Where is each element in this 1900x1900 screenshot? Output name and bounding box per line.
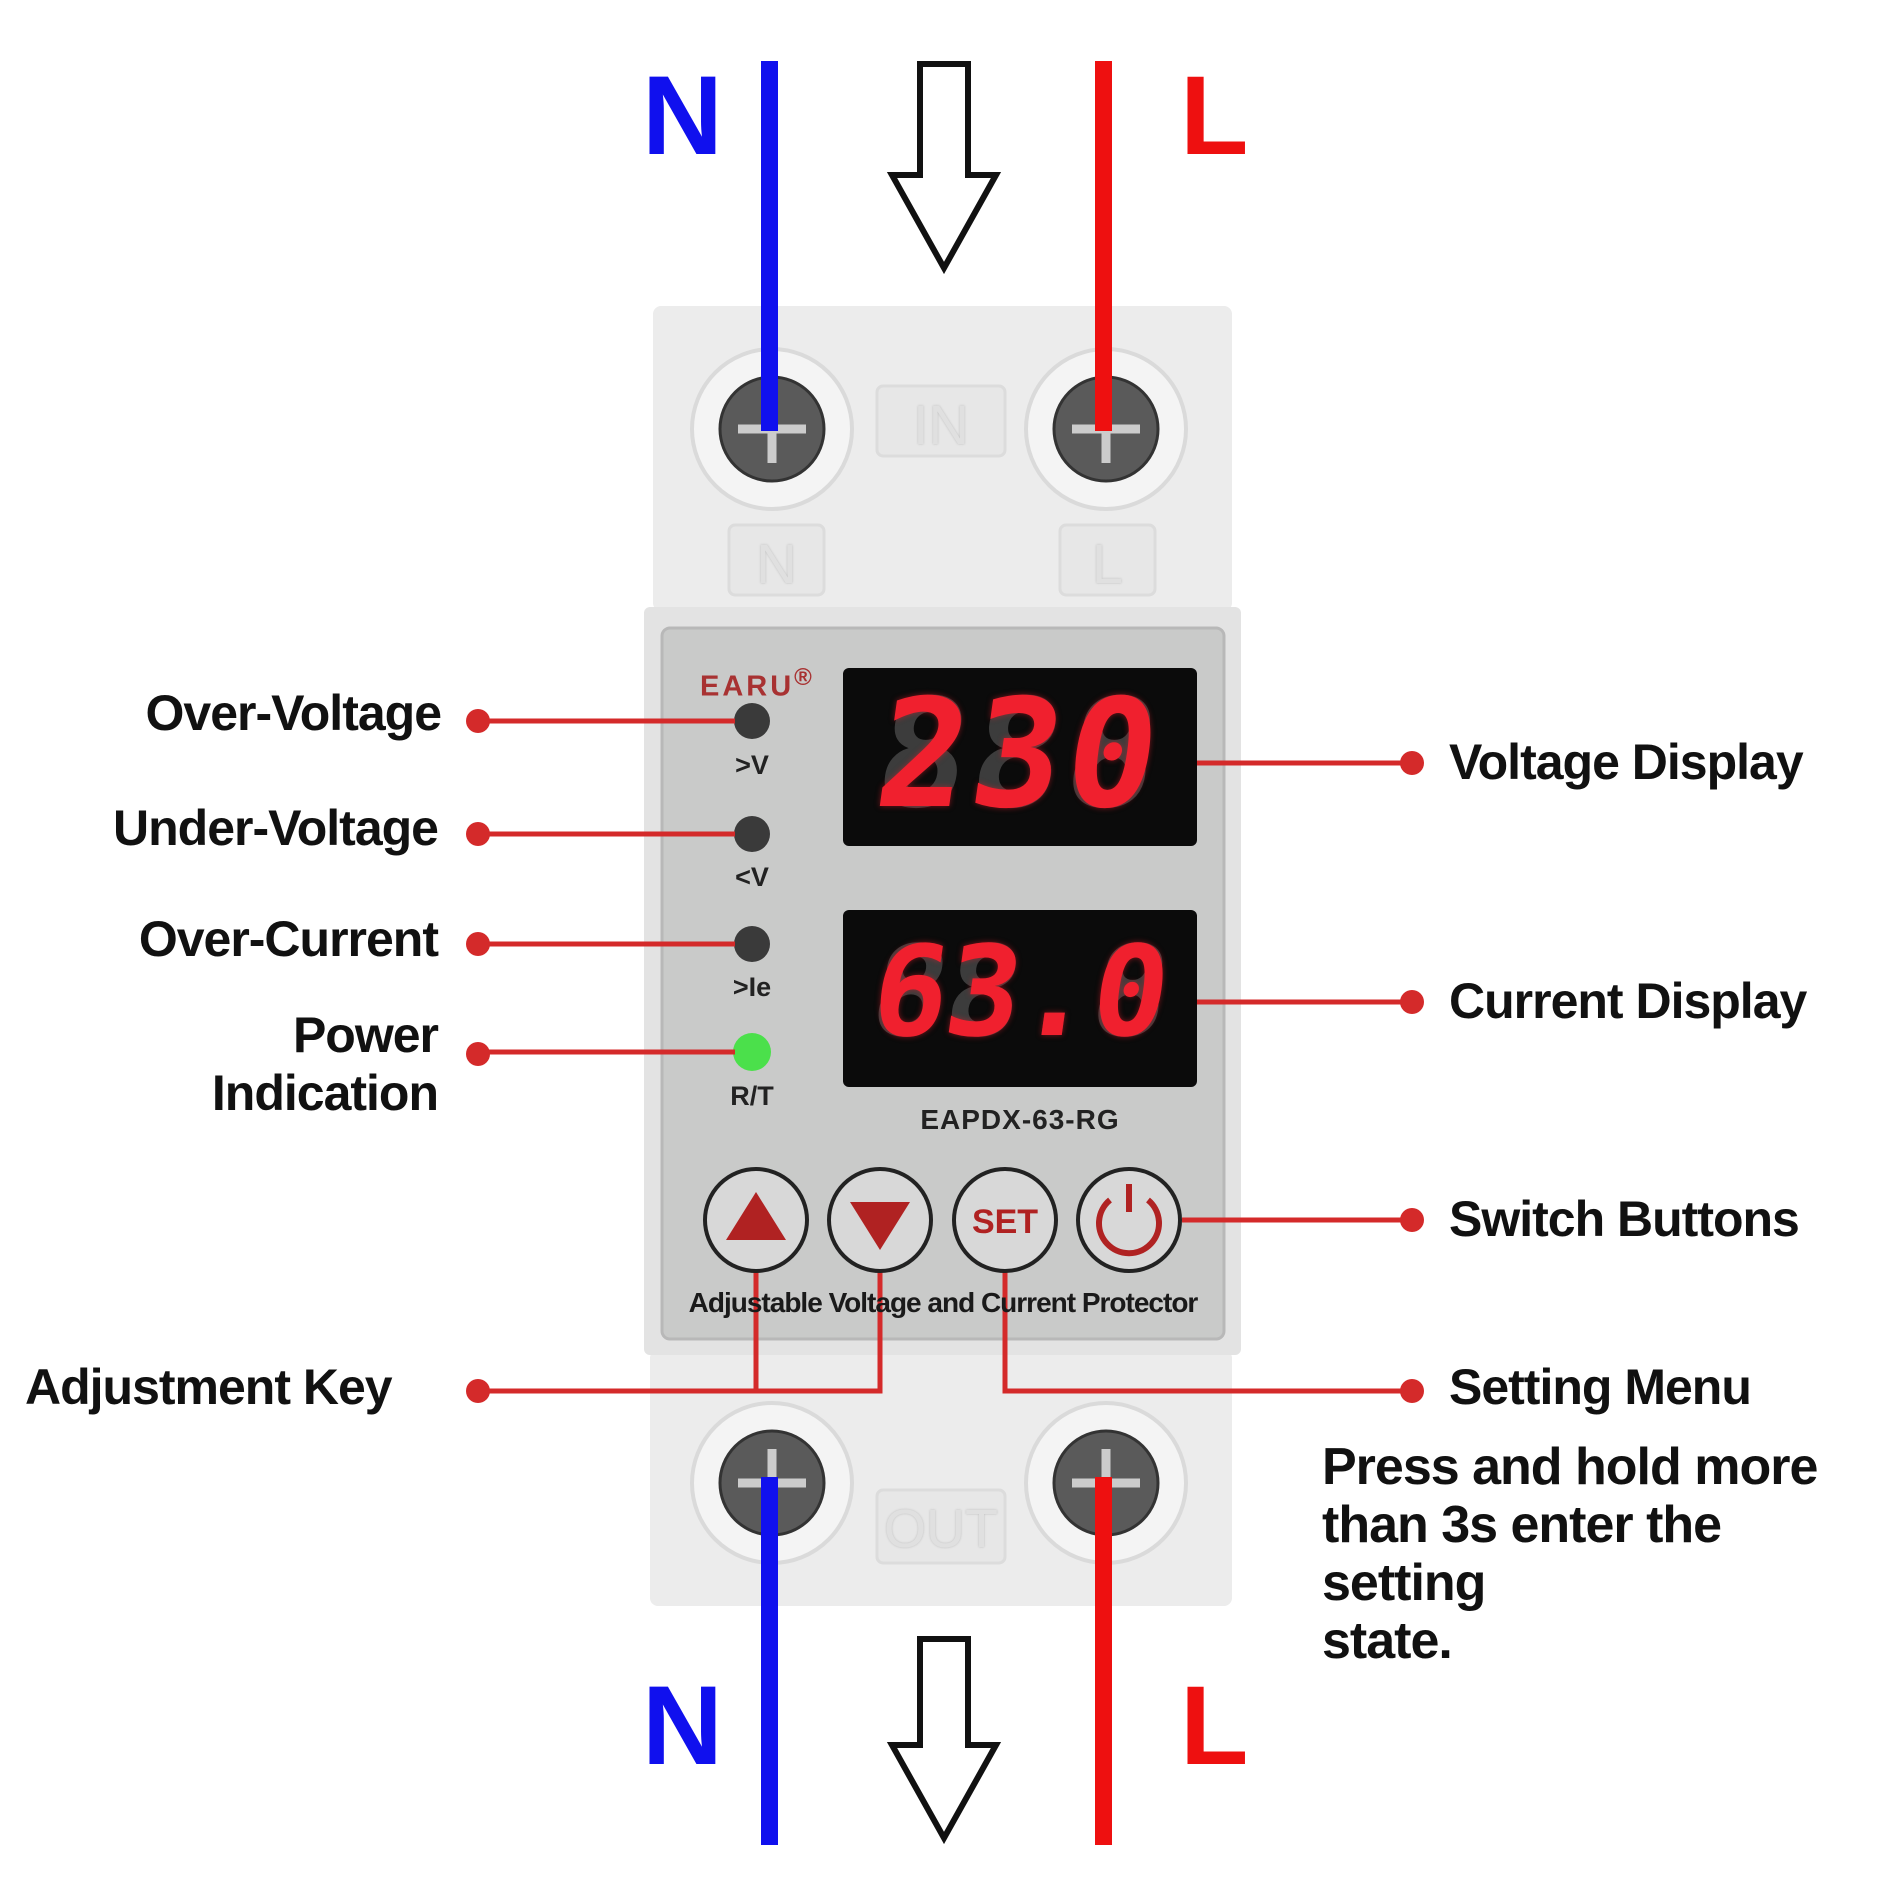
note-line: setting (1322, 1554, 1486, 1612)
adjustment-key-callout: Adjustment Key (25, 1359, 393, 1415)
set-button[interactable] (952, 1167, 1058, 1273)
note-line: state. (1322, 1612, 1453, 1670)
neutral-wire-top (761, 61, 778, 431)
live-wire-top (1095, 61, 1112, 431)
brand-logo: EARU® (700, 664, 815, 703)
terminal-out-text: OUT (884, 1499, 998, 1559)
set-button-label: SET (971, 1203, 1039, 1241)
power-flow-arrow-top-icon (886, 61, 1002, 275)
over-current-led (734, 926, 770, 962)
live-in-label: L (1180, 53, 1249, 178)
voltage-display-callout: Voltage Display (1449, 734, 1804, 790)
power-led (733, 1033, 771, 1071)
power-indication-callout-line2: Indication (211, 1065, 439, 1121)
current-reading: 63.0 (863, 920, 1177, 1065)
live-wire-bottom (1095, 1477, 1112, 1845)
setting-menu-callout: Setting Menu (1449, 1359, 1752, 1415)
note-line: Press and hold more (1322, 1438, 1818, 1496)
power-indication-callout-line1: Power (292, 1007, 439, 1063)
callout-lines (478, 718, 1412, 1394)
over-current-callout: Over-Current (138, 911, 439, 967)
power-flow-arrow-bottom-icon (886, 1636, 1002, 1845)
neutral-in-label: N (642, 53, 723, 178)
switch-buttons-callout: Switch Buttons (1449, 1191, 1800, 1247)
in-label-box (875, 384, 1007, 458)
up-button[interactable] (703, 1167, 809, 1273)
product-name: Adjustable Voltage and Current Protector (688, 1287, 1199, 1318)
model-number: EAPDX-63-RG (920, 1104, 1120, 1135)
setting-menu-note: Press and hold more than 3s enter the se… (1322, 1438, 1818, 1670)
under-voltage-led-label: <V (735, 862, 769, 892)
under-voltage-callout: Under-Voltage (113, 800, 439, 856)
down-button[interactable] (827, 1167, 933, 1273)
power-button[interactable] (1076, 1167, 1182, 1273)
out-label-box (875, 1488, 1007, 1565)
down-arrow-icon (850, 1202, 910, 1250)
voltage-reading: 230 (866, 668, 1174, 842)
over-voltage-led (734, 703, 770, 739)
under-voltage-led (734, 816, 770, 852)
neutral-wire-bottom (761, 1477, 778, 1845)
callout-dots (466, 709, 1424, 1403)
terminal-n-text: N (756, 532, 797, 595)
neutral-out-label: N (642, 1663, 723, 1788)
terminal-l-text: L (1091, 532, 1124, 595)
power-icon (1096, 1184, 1162, 1257)
note-line: than 3s enter the (1322, 1496, 1722, 1554)
current-display-callout: Current Display (1449, 973, 1807, 1029)
l-label-box (1058, 523, 1157, 597)
power-led-label: R/T (730, 1081, 774, 1111)
over-voltage-callout: Over-Voltage (145, 685, 442, 741)
n-label-box (727, 523, 826, 597)
up-arrow-icon (726, 1192, 786, 1240)
terminal-in-text: IN (913, 393, 969, 456)
live-out-label: L (1180, 1663, 1249, 1788)
over-voltage-led-label: >V (735, 750, 769, 780)
over-current-led-label: >Ie (732, 972, 772, 1002)
